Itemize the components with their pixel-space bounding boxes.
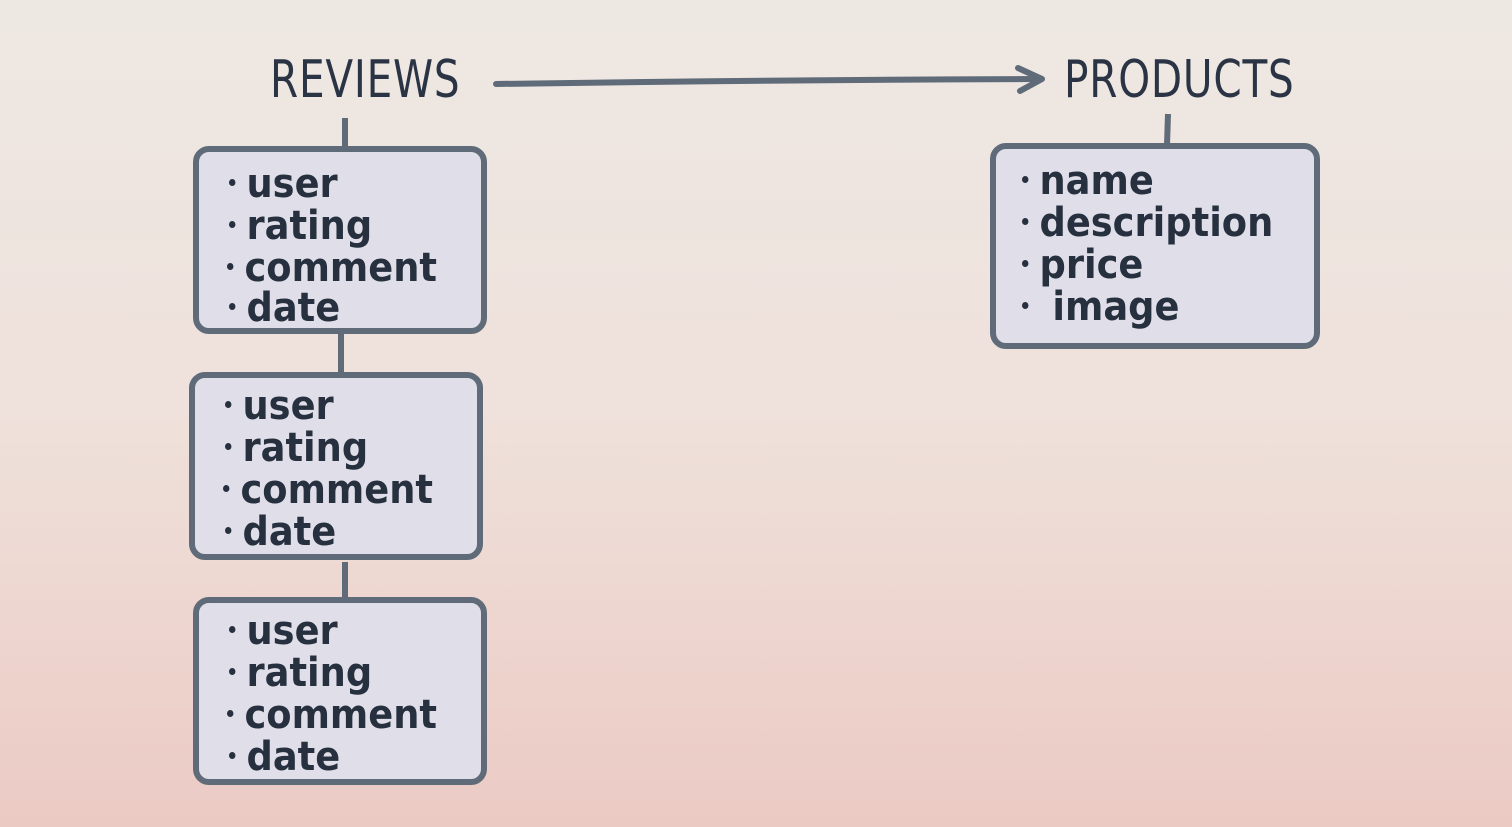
- field-label: date: [242, 509, 337, 555]
- bullet-icon: [225, 400, 232, 408]
- field-item: comment: [223, 470, 433, 510]
- field-item: date: [229, 288, 340, 328]
- field-label: comment: [244, 692, 438, 738]
- review-card: user rating comment date: [193, 146, 487, 334]
- reviews-heading: REVIEWS: [270, 50, 461, 110]
- field-item: description: [1022, 203, 1273, 243]
- field-item: user: [229, 164, 338, 204]
- field-item: date: [225, 512, 336, 552]
- product-card: name description price image: [990, 143, 1320, 349]
- field-item: rating: [225, 428, 368, 468]
- field-item: rating: [229, 653, 372, 693]
- bullet-icon: [229, 667, 236, 675]
- field-item: user: [229, 611, 338, 651]
- field-item: date: [229, 737, 340, 777]
- bullet-icon: [225, 442, 232, 450]
- products-heading: PRODUCTS: [1064, 50, 1295, 110]
- field-label: comment: [240, 467, 434, 513]
- field-item: name: [1022, 161, 1154, 201]
- field-item: rating: [229, 206, 372, 246]
- bullet-icon: [223, 484, 230, 492]
- field-label: rating: [246, 203, 373, 249]
- field-item: user: [225, 386, 334, 426]
- field-label: date: [246, 285, 341, 331]
- bullet-icon: [1022, 217, 1029, 225]
- field-label: rating: [242, 425, 369, 471]
- relation-arrow: [493, 76, 1043, 87]
- field-label: name: [1039, 158, 1154, 204]
- field-label: description: [1039, 200, 1274, 246]
- bullet-icon: [229, 625, 236, 633]
- field-label: user: [246, 161, 338, 207]
- field-item: image: [1022, 287, 1179, 327]
- bullet-icon: [227, 709, 234, 717]
- bullet-icon: [1022, 259, 1029, 267]
- field-item: price: [1022, 245, 1143, 285]
- bullet-icon: [1022, 175, 1029, 183]
- review-card: user rating comment date: [193, 597, 487, 785]
- bullet-icon: [229, 220, 236, 228]
- products-stem: [1164, 113, 1171, 146]
- field-item: comment: [227, 248, 437, 288]
- bullet-icon: [229, 751, 236, 759]
- bullet-icon: [229, 178, 236, 186]
- field-label: image: [1052, 284, 1180, 330]
- bullet-icon: [227, 262, 234, 270]
- field-label: comment: [244, 245, 438, 291]
- review-card: user rating comment date: [189, 372, 483, 560]
- bullet-icon: [1022, 301, 1029, 309]
- field-label: user: [242, 383, 334, 429]
- bullet-icon: [225, 526, 232, 534]
- field-label: price: [1039, 242, 1144, 288]
- field-label: date: [246, 734, 341, 780]
- bullet-icon: [229, 302, 236, 310]
- field-label: rating: [246, 650, 373, 696]
- field-label: user: [246, 608, 338, 654]
- field-item: comment: [227, 695, 437, 735]
- arrow-head-icon: [1015, 65, 1045, 94]
